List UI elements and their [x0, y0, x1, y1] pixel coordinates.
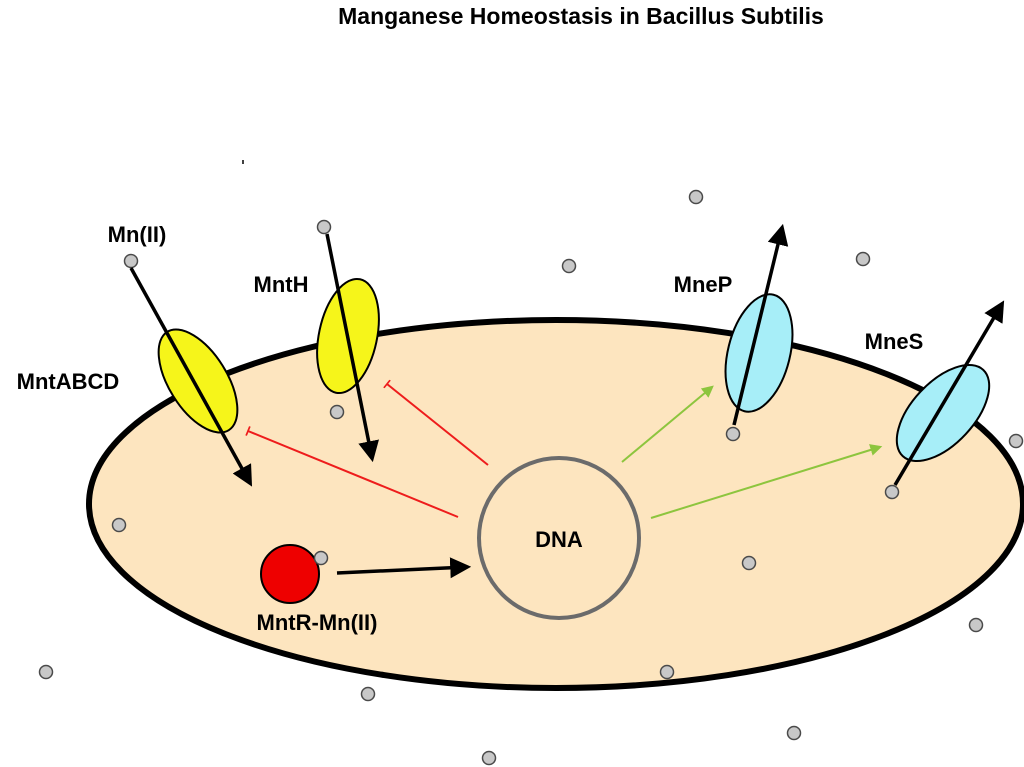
mn-ion: [38, 664, 54, 680]
mnes-export-arrow: [893, 300, 1005, 486]
mn-ion: [786, 725, 802, 741]
mnep-export-arrow: [732, 223, 789, 426]
mntr-mn-ii-label: MntR-Mn(II): [257, 610, 378, 635]
dna-label: DNA: [535, 527, 583, 552]
mnes-label: MneS: [865, 329, 924, 354]
mntabcd-label: MntABCD: [17, 369, 120, 394]
mn-ion: [725, 426, 741, 442]
mn-ion: [659, 664, 675, 680]
activation-arrow-mnep: [621, 385, 714, 463]
repression-line-mnth: [383, 379, 489, 466]
mn-ion: [123, 253, 139, 269]
repression-line-mntabcd: [245, 426, 459, 518]
mntr-repressor: [260, 544, 320, 604]
activation-arrow-mnes: [650, 444, 883, 519]
mn-ion: [481, 750, 497, 766]
manganese-ions: [38, 189, 1024, 766]
mnes-transporter: [895, 363, 991, 463]
mn-ion: [313, 550, 329, 566]
dna-circle: [477, 456, 641, 620]
mnep-transporter: [724, 293, 794, 413]
mn-ion: [884, 484, 900, 500]
mntabcd-import-arrow: [129, 267, 253, 487]
mntr-to-dna-arrow: [336, 557, 472, 579]
mnth-import-arrow: [325, 233, 379, 463]
mn-ii-label: Mn(II): [108, 222, 167, 247]
mn-ion: [360, 686, 376, 702]
mnep-label: MneP: [674, 272, 733, 297]
mn-ion: [855, 251, 871, 267]
diagram-title: Manganese Homeostasis in Bacillus Subtil…: [338, 3, 824, 29]
mn-ion: [316, 219, 332, 235]
mn-ion: [688, 189, 704, 205]
mn-ion: [561, 258, 577, 274]
mn-ion: [111, 517, 127, 533]
mn-ion: [741, 555, 757, 571]
mn-ion: [329, 404, 345, 420]
mnth-label: MntH: [254, 272, 309, 297]
mn-ion: [968, 617, 984, 633]
cell-body: [86, 317, 1024, 691]
mn-ion: [1008, 433, 1024, 449]
